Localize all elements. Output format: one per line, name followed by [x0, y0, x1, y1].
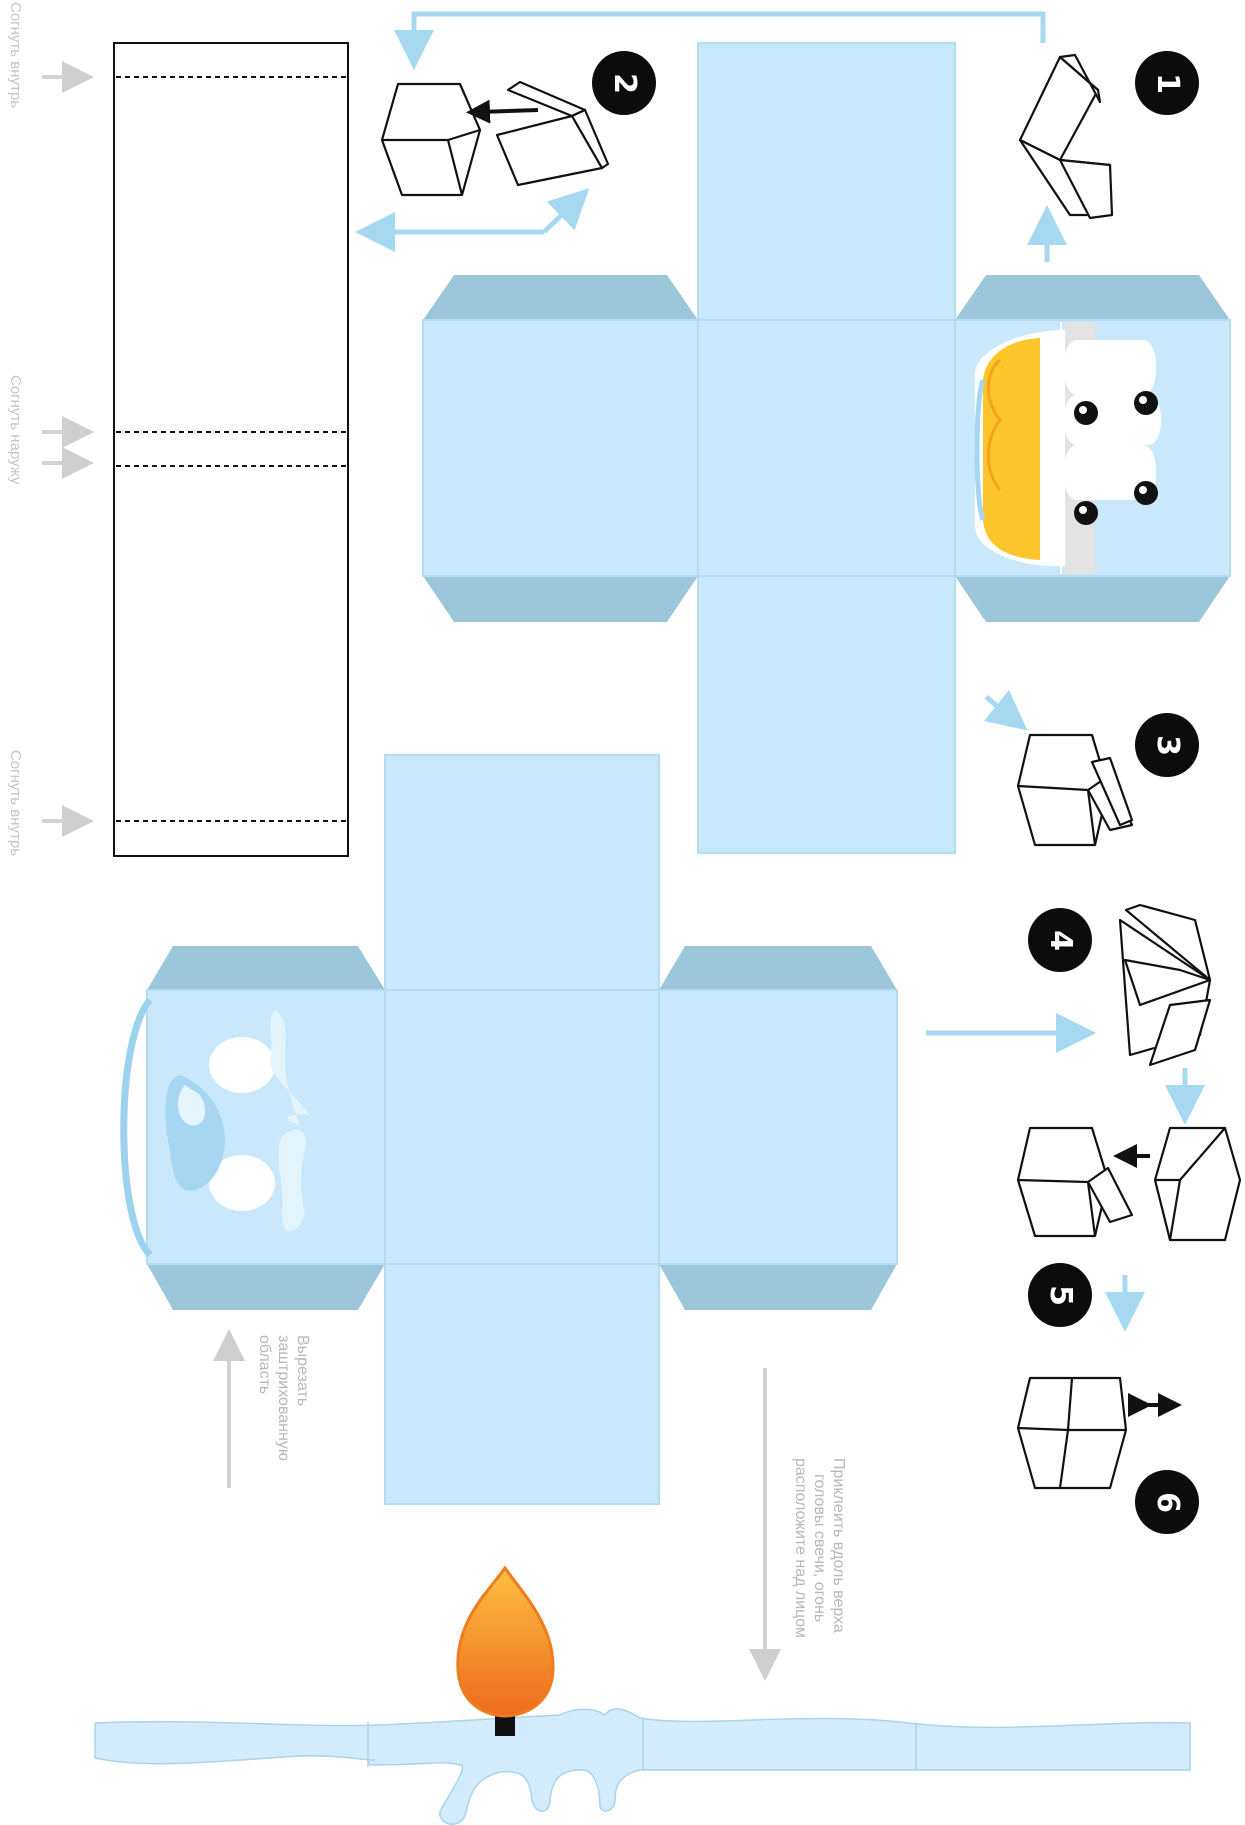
hint-arrows [213, 1329, 781, 1681]
step-badge-6: 6 [1135, 1470, 1199, 1534]
step-diagrams [380, 53, 1242, 1490]
bottom-box-net [120, 754, 898, 1505]
fold-diagram-icon [495, 80, 610, 187]
fold-diagram-icon [1118, 903, 1212, 1067]
fold-diagram-icon [1018, 53, 1114, 220]
cube-icon [1016, 733, 1134, 847]
flap [955, 576, 1230, 622]
flap [147, 1264, 385, 1310]
step-badge-3: 3 [1135, 713, 1199, 777]
cube-icon [1016, 1126, 1134, 1238]
top-box-net [422, 42, 1231, 854]
cut-area-note: Вырезать заштрихованную область [256, 1335, 311, 1461]
cube-icon [1153, 1126, 1242, 1242]
step-badge-5: 5 [1028, 1263, 1092, 1327]
process-arrows [355, 11, 1205, 1332]
cube-icon [1016, 1376, 1128, 1490]
step-badge-2: 2 [592, 51, 656, 115]
glue-instruction-note: Приклеить вдоль верха головы свечи, огон… [792, 1458, 847, 1639]
fold-in-label: Согнуть внутрь [7, 2, 24, 109]
flap [423, 275, 698, 320]
face-icon [974, 322, 1162, 574]
candle-strip [94, 1565, 1191, 1825]
cube-icon [380, 82, 482, 197]
fold-out-label: Согнуть наружу [7, 375, 24, 485]
flap [659, 946, 897, 990]
ice-face-icon [120, 997, 310, 1258]
fold-in-label: Согнуть внутрь [7, 750, 24, 857]
flap [147, 946, 385, 990]
flap [423, 576, 698, 622]
step-badge-1: 1 [1135, 51, 1199, 115]
flap [659, 1264, 897, 1310]
step-badge-4: 4 [1028, 908, 1092, 972]
paper-strip [42, 42, 349, 857]
flame-icon [456, 1565, 555, 1736]
flap [955, 275, 1230, 320]
